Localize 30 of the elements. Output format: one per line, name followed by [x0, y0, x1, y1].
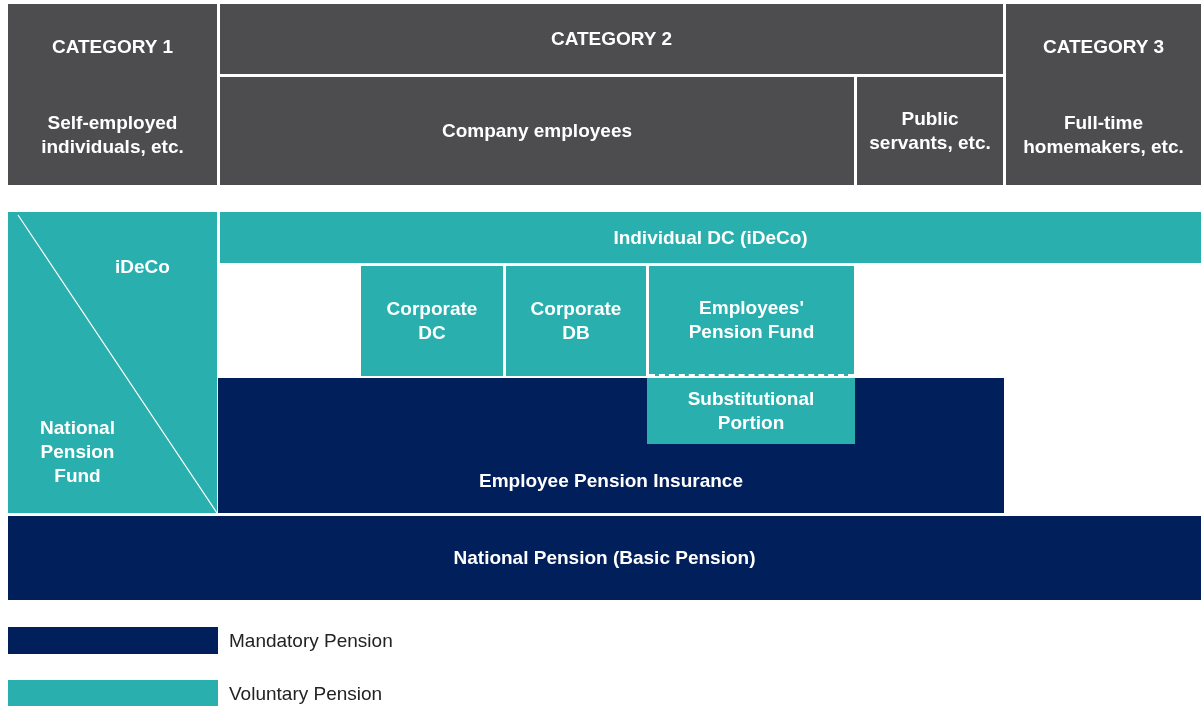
category-header-cell [1006, 4, 1201, 185]
pension-tier-box [220, 212, 1201, 263]
pension-tier-box [649, 266, 854, 376]
pension-tier-box [647, 378, 855, 444]
category-heading: CATEGORY 3 [1042, 35, 1165, 59]
pension-tier-box [218, 378, 1004, 513]
box-label: CATEGORY 2 [550, 27, 673, 51]
box-label: Corporate DB [529, 297, 623, 345]
box-label: Self-employed individuals, etc. [40, 111, 185, 159]
box-label: iDeCo [115, 255, 170, 279]
header-cell [857, 77, 1003, 185]
category-header-cell [220, 4, 1003, 74]
pension-tier-box [8, 516, 1201, 600]
box-label: National Pension (Basic Pension) [453, 546, 756, 570]
box-label: Corporate DC [385, 297, 479, 345]
box-label: Individual DC (iDeCo) [613, 225, 808, 250]
category-heading: CATEGORY 1 [51, 35, 174, 59]
box-label: Employee Pension Insurance [479, 468, 743, 493]
box-label: Full-time homemakers, etc. [1022, 111, 1185, 159]
box-label: National Pension Fund [39, 416, 116, 488]
legend-label: Voluntary Pension [229, 682, 383, 706]
box-label: Substitutional Portion [686, 387, 816, 435]
pension-tier-box [361, 266, 503, 376]
legend-label: Mandatory Pension [229, 629, 393, 653]
category-header-cell [8, 4, 217, 185]
box-label: Company employees [441, 119, 633, 143]
box-label: Employees' Pension Fund [687, 296, 816, 344]
header-cell [220, 77, 854, 185]
pension-tier-box [506, 266, 646, 376]
box-label: Public servants, etc. [868, 107, 992, 155]
